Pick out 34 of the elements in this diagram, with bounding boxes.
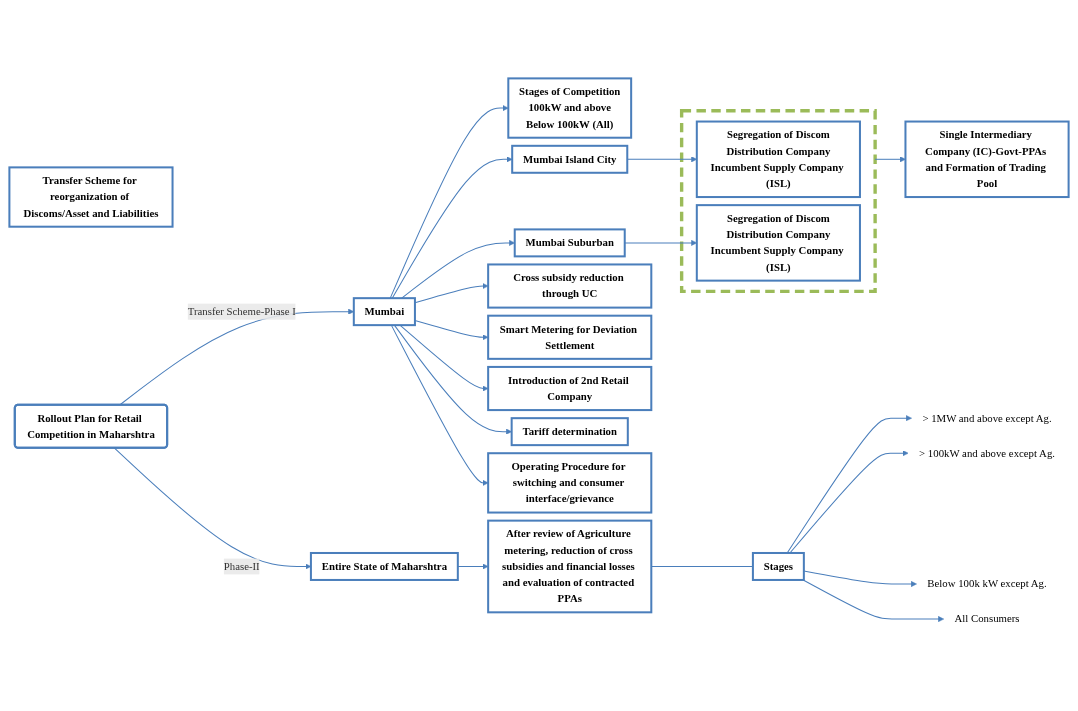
node-text: > 1MW and above except Ag. (922, 412, 1052, 424)
node-box: Segregation of Discom Distribution Company Incumbent Supply Company (ISL) (695, 120, 861, 199)
arrow (414, 320, 489, 341)
edge-label: Phase-II (223, 560, 260, 572)
edge-label: Transfer Scheme-Phase I (187, 305, 296, 318)
node-box: Stages (751, 552, 805, 581)
node-box: Introduction of 2nd Retail Company (487, 365, 653, 412)
node-text: All Consumers (954, 613, 1020, 625)
node-box: Tariff determination (510, 417, 629, 447)
arrow (786, 415, 912, 554)
arrow (789, 450, 909, 554)
node-box: Entire State of Maharshtra (309, 552, 459, 581)
arrow (389, 105, 509, 299)
node-box: Mumbai Suburban (513, 228, 626, 258)
node-box: Operating Procedure for switching and consumer interface/grievance (487, 452, 653, 514)
node-box: Smart Metering for Deviation Settlement (487, 314, 653, 360)
node-text: > 100kW and above except Ag. (919, 447, 1055, 459)
arrow (457, 563, 489, 570)
arrow (874, 156, 906, 163)
arrow (414, 283, 489, 304)
node-box: Segregation of Discom Distribution Company Incumbent Supply Company (ISL) (695, 204, 861, 282)
node-box: Mumbai Island City (511, 144, 629, 174)
node-text: Below 100k kW except Ag. (927, 577, 1047, 590)
arrow (391, 156, 513, 299)
arrow (803, 570, 917, 587)
arrow (802, 579, 944, 623)
cluster (679, 109, 877, 294)
node-box: Cross subsidy reduction through UC (487, 263, 653, 309)
node-box: Stages of Competition 100kW and above Below 100kW (All) (507, 77, 633, 139)
node-box: Transfer Scheme for reorganization of Discoms/Asset and Liabilities (8, 166, 174, 228)
node-box: After review of Agriculture metering, reduction of cross subsidies and financial losses and evaluation of contracted PPAs (487, 519, 653, 614)
node-box: Single Intermediary Company (IC)-Govt-PPAs and Formation of Trading Pool (904, 120, 1070, 199)
arrow (401, 239, 515, 299)
node-box: Mumbai (352, 297, 416, 327)
